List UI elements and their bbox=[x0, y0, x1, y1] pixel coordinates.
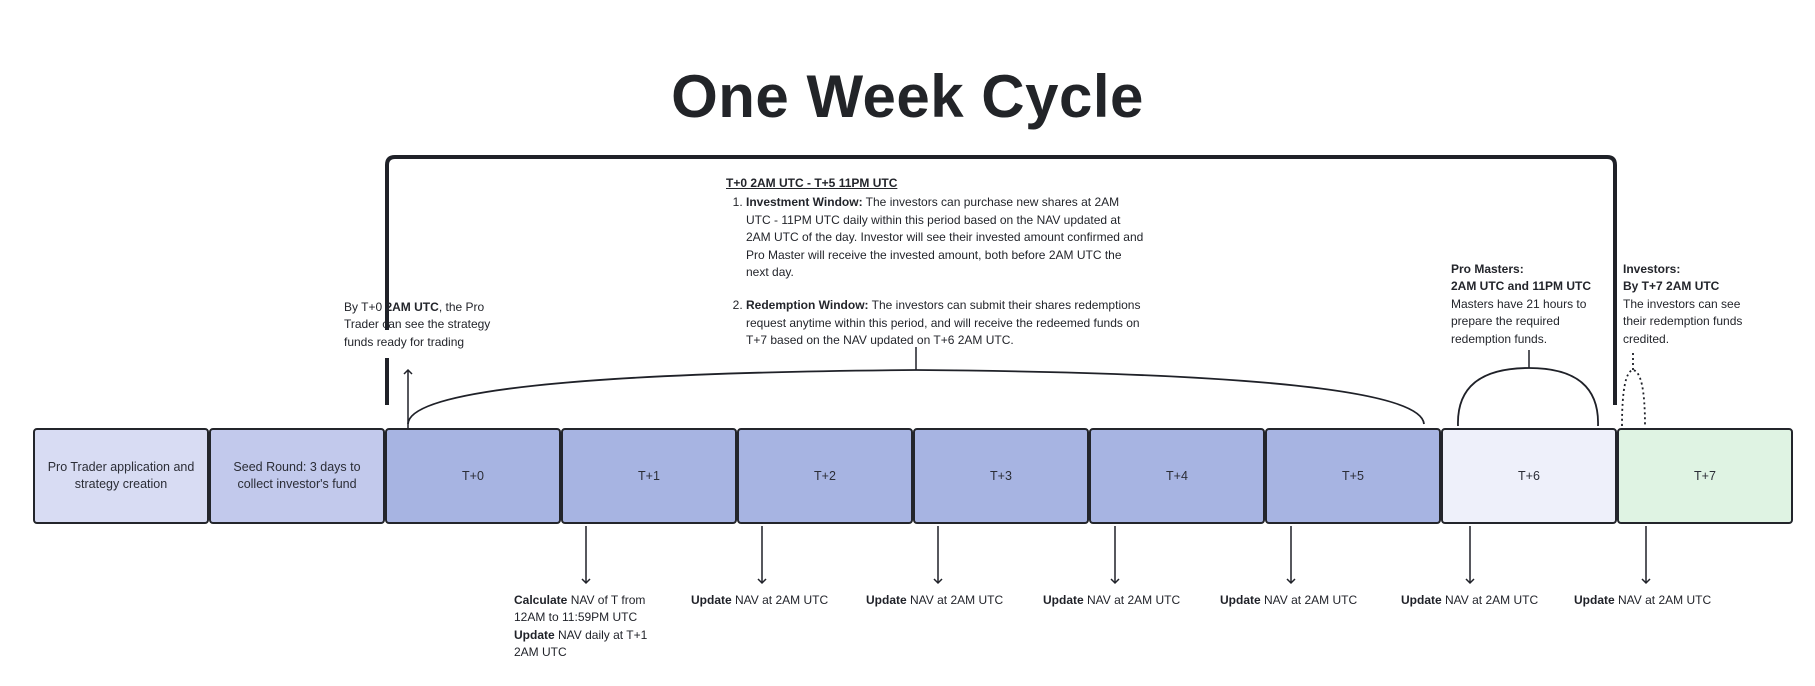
box-application: Pro Trader application and strategy crea… bbox=[33, 428, 209, 524]
pro-trader-note-post: , the Pro Trader can see the strategy fu… bbox=[344, 300, 491, 349]
investment-window-label: Investment Window: bbox=[746, 195, 863, 210]
nav-note-t2: Update NAV at 2AM UTC bbox=[691, 592, 828, 609]
pro-trader-note-pre: By T+0 bbox=[344, 300, 386, 314]
window-note-header: T+0 2AM UTC - T+5 11PM UTC bbox=[726, 176, 898, 190]
nav-note-update: Update bbox=[1043, 593, 1084, 607]
nav-note-calculate-text: NAV of T from 12AM to 11:59PM UTC bbox=[514, 593, 646, 625]
investors-note-time: By T+7 2AM UTC bbox=[1623, 279, 1720, 294]
nav-note-t4: Update NAV at 2AM UTC bbox=[1043, 592, 1180, 609]
pro-masters-note-text: Masters have 21 hours to prepare the req… bbox=[1451, 296, 1587, 346]
nav-note-calculate: Calculate bbox=[514, 593, 568, 607]
box-label: T+7 bbox=[1694, 468, 1716, 483]
box-label: T+4 bbox=[1166, 468, 1188, 483]
nav-note-update: Update bbox=[1220, 593, 1261, 607]
box-t7: T+7 bbox=[1617, 428, 1793, 524]
nav-note-update: Update bbox=[514, 627, 555, 642]
nav-note-update: Update bbox=[1574, 593, 1615, 607]
window-arc bbox=[407, 369, 1425, 425]
redemption-window-text: The investors can submit their shares re… bbox=[746, 298, 1141, 348]
box-t2: T+2 bbox=[737, 428, 913, 524]
investment-window-text: The investors can purchase new shares at… bbox=[746, 195, 1144, 279]
nav-note-t3: Update NAV at 2AM UTC bbox=[866, 592, 1003, 609]
nav-note-t5: Update NAV at 2AM UTC bbox=[1220, 592, 1357, 609]
pro-trader-note-time: 2AM UTC bbox=[385, 300, 439, 314]
pro-trader-note: By T+0 2AM UTC, the Pro Trader can see t… bbox=[344, 299, 504, 351]
nav-note-update: Update bbox=[691, 593, 732, 607]
box-t0: T+0 bbox=[385, 428, 561, 524]
nav-note-t6: Update NAV at 2AM UTC bbox=[1401, 592, 1538, 609]
nav-note-update: Update bbox=[866, 593, 907, 607]
box-label: T+6 bbox=[1518, 468, 1540, 483]
box-label: T+2 bbox=[814, 468, 836, 483]
week-bracket bbox=[385, 155, 1617, 405]
pro-masters-arc bbox=[1457, 367, 1599, 427]
redemption-window-item: Redemption Window: The investors can sub… bbox=[746, 297, 1146, 349]
pro-masters-note: Pro Masters: 2AM UTC and 11PM UTC Master… bbox=[1451, 261, 1601, 348]
investors-note-text: The investors can see their redemption f… bbox=[1623, 296, 1743, 346]
redemption-window-label: Redemption Window: bbox=[746, 298, 869, 313]
nav-note-text: NAV at 2AM UTC bbox=[1614, 593, 1712, 607]
box-t4: T+4 bbox=[1089, 428, 1265, 524]
box-t6: T+6 bbox=[1441, 428, 1617, 524]
nav-note-t1: Calculate NAV of T from 12AM to 11:59PM … bbox=[514, 592, 664, 662]
nav-note-text: NAV at 2AM UTC bbox=[1083, 593, 1181, 607]
nav-note-update: Update bbox=[1401, 593, 1442, 607]
page-title-text: One Week Cycle bbox=[671, 63, 1144, 130]
nav-note-text: NAV at 2AM UTC bbox=[906, 593, 1004, 607]
box-t5: T+5 bbox=[1265, 428, 1441, 524]
box-t1: T+1 bbox=[561, 428, 737, 524]
box-seed-round: Seed Round: 3 days to collect investor's… bbox=[209, 428, 385, 524]
nav-note-text: NAV at 2AM UTC bbox=[731, 593, 829, 607]
box-label: T+3 bbox=[990, 468, 1012, 483]
investors-dotted-arc bbox=[1621, 369, 1646, 427]
box-label: Seed Round: 3 days to collect investor's… bbox=[233, 460, 361, 491]
box-label: Pro Trader application and strategy crea… bbox=[47, 460, 195, 491]
window-note: T+0 2AM UTC - T+5 11PM UTC Investment Wi… bbox=[726, 175, 1146, 366]
box-label: T+5 bbox=[1342, 468, 1364, 483]
nav-note-update-text: NAV daily at T+1 2AM UTC bbox=[514, 627, 648, 660]
nav-note-text: NAV at 2AM UTC bbox=[1260, 593, 1358, 607]
box-label: T+1 bbox=[638, 468, 660, 483]
box-label: T+0 bbox=[462, 468, 484, 483]
nav-note-text: NAV at 2AM UTC bbox=[1441, 593, 1539, 607]
investors-note-title: Investors: bbox=[1623, 262, 1681, 276]
investment-window-item: Investment Window: The investors can pur… bbox=[746, 194, 1146, 281]
window-note-list: Investment Window: The investors can pur… bbox=[726, 194, 1146, 349]
box-t3: T+3 bbox=[913, 428, 1089, 524]
nav-note-t7: Update NAV at 2AM UTC bbox=[1574, 592, 1711, 609]
pro-masters-note-title: Pro Masters: bbox=[1451, 262, 1524, 276]
investors-note: Investors: By T+7 2AM UTC The investors … bbox=[1623, 261, 1763, 348]
pro-masters-note-time: 2AM UTC and 11PM UTC bbox=[1451, 279, 1592, 294]
